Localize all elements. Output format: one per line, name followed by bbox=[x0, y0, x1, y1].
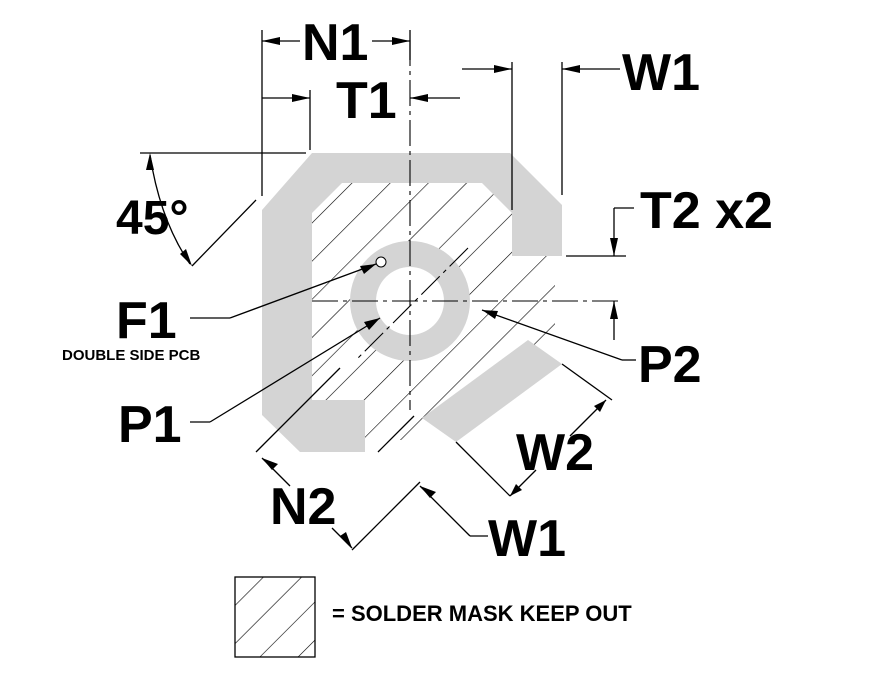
leader-p1 bbox=[190, 317, 381, 423]
label-f1-note: DOUBLE SIDE PCB bbox=[62, 347, 201, 364]
label-t1: T1 bbox=[336, 72, 397, 130]
label-p2: P2 bbox=[638, 336, 702, 394]
leader-f1 bbox=[190, 263, 377, 319]
legend-swatch bbox=[234, 576, 316, 658]
dim-angle bbox=[140, 152, 306, 267]
legend-text: = SOLDER MASK KEEP OUT bbox=[332, 601, 632, 626]
dim-t1 bbox=[262, 90, 460, 150]
label-w1-top: W1 bbox=[622, 44, 700, 102]
via-f1 bbox=[375, 256, 387, 268]
label-n2: N2 bbox=[270, 478, 336, 536]
dim-w1-bottom bbox=[419, 485, 488, 537]
label-t2: T2 x2 bbox=[640, 182, 773, 240]
dim-n2 bbox=[255, 367, 421, 551]
label-w2: W2 bbox=[516, 424, 594, 482]
label-n1: N1 bbox=[302, 14, 368, 72]
label-p1: P1 bbox=[118, 396, 182, 454]
center-lines bbox=[312, 40, 620, 410]
pad-outline bbox=[262, 153, 562, 452]
label-angle: 45° bbox=[116, 192, 189, 245]
dim-t2 bbox=[566, 207, 634, 340]
dim-w2 bbox=[455, 363, 613, 497]
dim-w1-top bbox=[462, 62, 620, 210]
leader-p2 bbox=[481, 309, 636, 361]
dim-n1 bbox=[261, 30, 411, 196]
label-f1: F1 bbox=[116, 292, 177, 350]
label-w1-bottom: W1 bbox=[488, 510, 566, 568]
